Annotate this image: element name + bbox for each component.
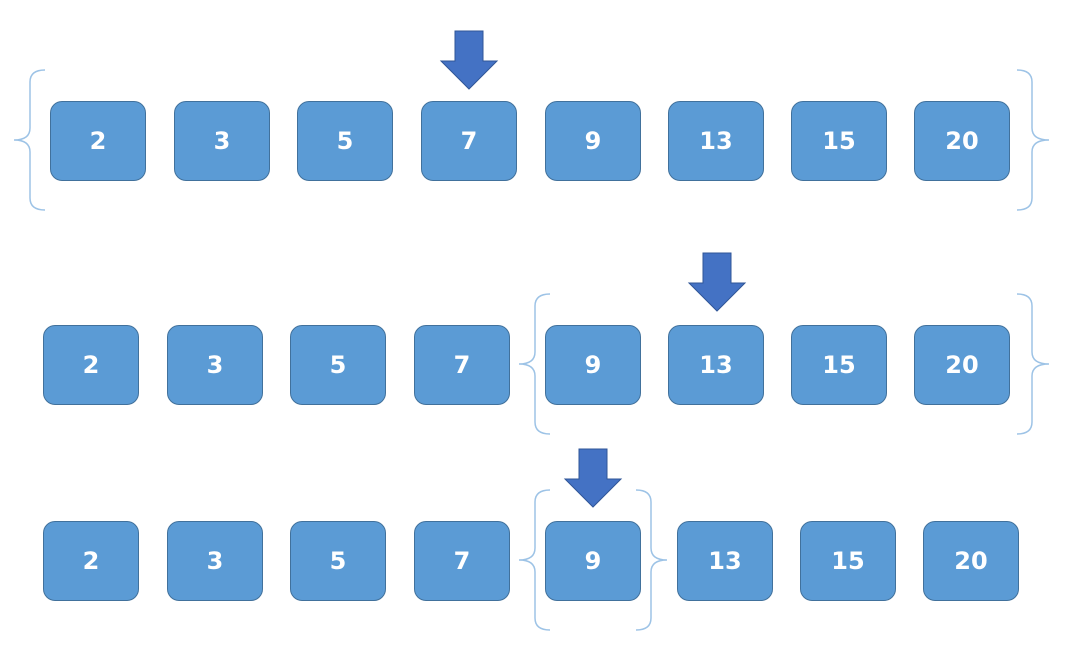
- array-cell: 7: [414, 325, 510, 405]
- array-cell: 5: [290, 325, 386, 405]
- down-arrow-icon: [439, 30, 499, 90]
- array-cell: 2: [43, 521, 139, 601]
- array-cell: 5: [290, 521, 386, 601]
- array-cell: 3: [174, 101, 270, 181]
- array-cell: 20: [914, 325, 1010, 405]
- array-cell: 3: [167, 521, 263, 601]
- array-cell: 5: [297, 101, 393, 181]
- array-cell: 9: [545, 101, 641, 181]
- array-cell: 20: [914, 101, 1010, 181]
- down-arrow-icon: [687, 252, 747, 312]
- array-cell: 15: [791, 325, 887, 405]
- right-curly-brace-icon: [1016, 69, 1050, 211]
- array-cell: 9: [545, 325, 641, 405]
- array-cell: 7: [421, 101, 517, 181]
- array-cell: 13: [668, 325, 764, 405]
- down-arrow-icon: [563, 448, 623, 508]
- array-cell: 13: [668, 101, 764, 181]
- left-curly-brace-icon: [518, 489, 551, 631]
- right-curly-brace-icon: [635, 489, 668, 631]
- array-cell: 13: [677, 521, 773, 601]
- array-cell: 20: [923, 521, 1019, 601]
- array-cell: 2: [43, 325, 139, 405]
- array-cell: 15: [800, 521, 896, 601]
- left-curly-brace-icon: [518, 293, 551, 435]
- right-curly-brace-icon: [1016, 293, 1050, 435]
- array-cell: 3: [167, 325, 263, 405]
- array-cell: 2: [50, 101, 146, 181]
- array-cell: 15: [791, 101, 887, 181]
- left-curly-brace-icon: [13, 69, 46, 211]
- array-cell: 9: [545, 521, 641, 601]
- array-cell: 7: [414, 521, 510, 601]
